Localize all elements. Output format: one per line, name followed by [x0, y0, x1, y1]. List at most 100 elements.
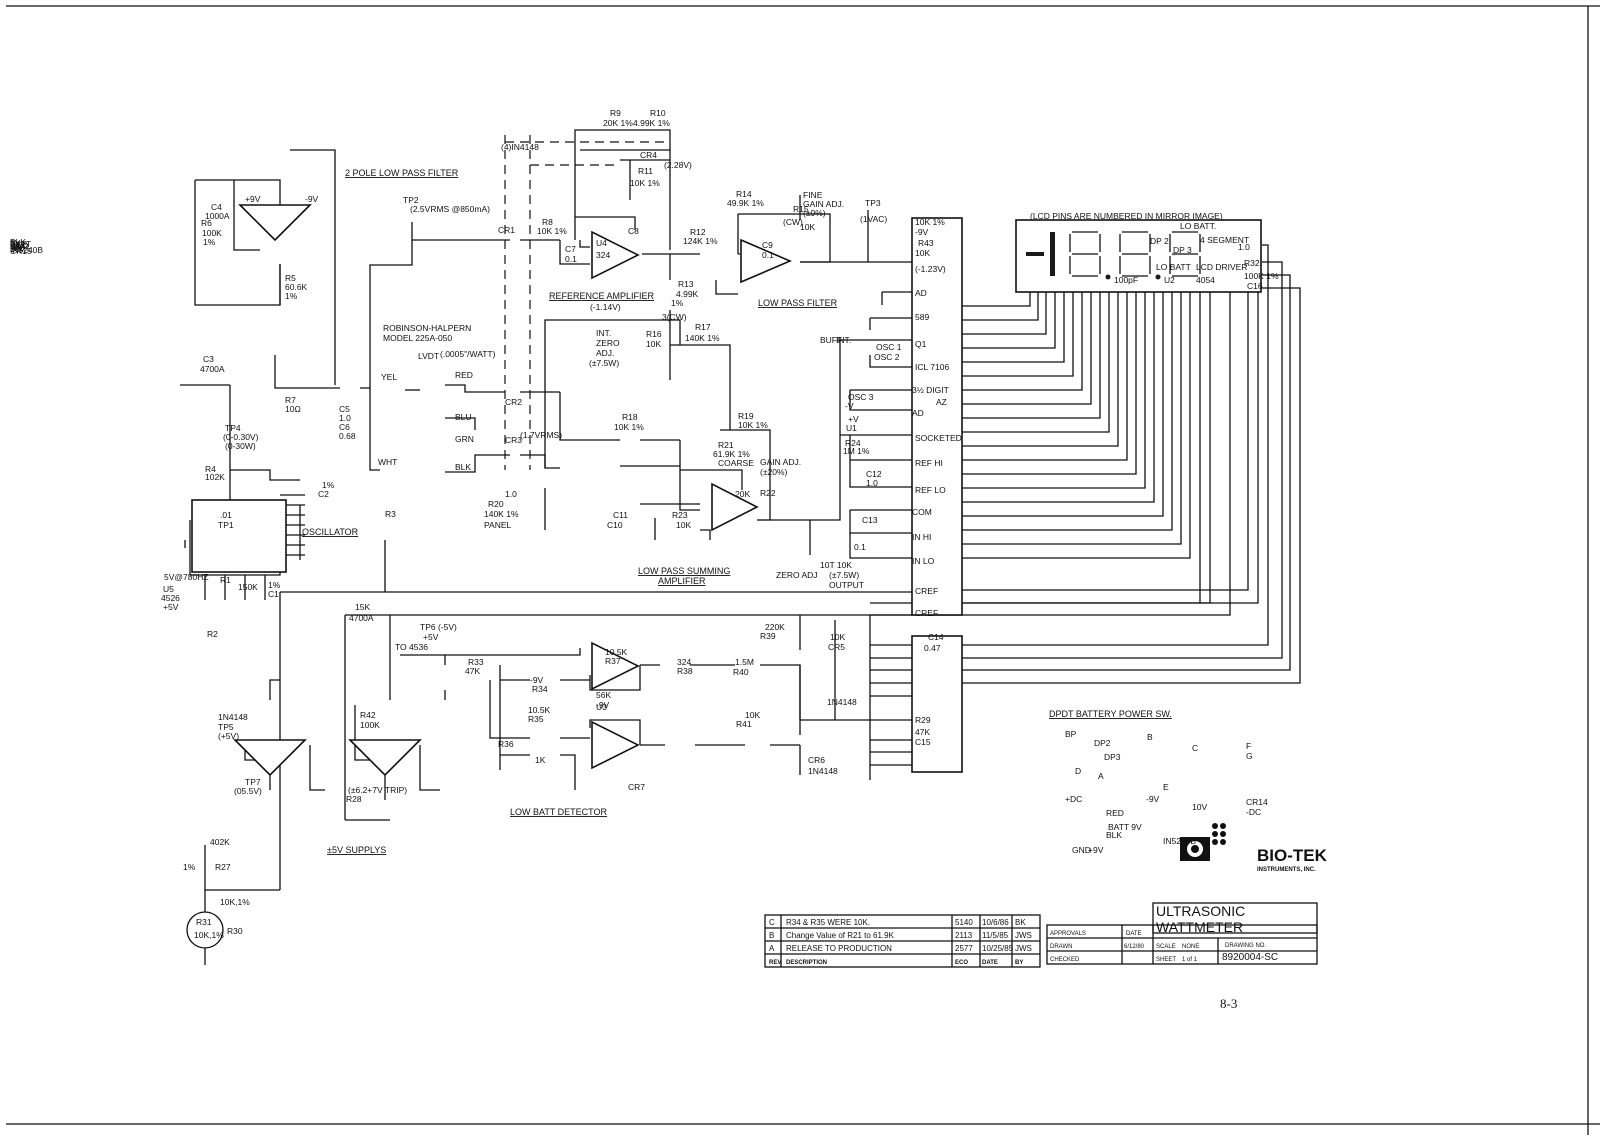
component-label: C6: [339, 422, 350, 432]
scale-label: SCALE: [1156, 944, 1176, 950]
component-label: 140K 1%: [484, 509, 519, 519]
drawn-label: DRAWN: [1050, 944, 1072, 950]
component-label: R40: [733, 667, 749, 677]
component-label: CR3: [505, 435, 522, 445]
component-label: (1VAC): [860, 214, 887, 224]
component-label: 4.99K: [676, 289, 699, 299]
component-label: CR15: [10, 246, 32, 256]
component-label: U2: [1164, 275, 1175, 285]
component-label: 10K: [800, 222, 815, 232]
component-label: 100K: [202, 228, 222, 238]
component-label: R28: [346, 794, 362, 804]
component-label: 3½ DIGIT: [912, 385, 949, 395]
component-label: (±6.2+7V TRIP): [348, 785, 407, 795]
component-label: -9V: [10, 242, 24, 252]
component-label: RED: [1106, 808, 1124, 818]
component-label: R16: [646, 329, 662, 339]
component-label: DP 3: [1173, 245, 1192, 255]
component-label: 1M 1%: [843, 446, 870, 456]
component-label: C10: [607, 520, 623, 530]
component-label: YEL: [381, 372, 397, 382]
component-label: (±9%): [803, 208, 826, 218]
component-label: 10K 1%: [614, 422, 644, 432]
component-label: LO BATT.: [1180, 221, 1216, 231]
component-label: ZERO ADJ: [776, 570, 818, 580]
component-label: IN5240B: [10, 245, 43, 255]
company-sub: INSTRUMENTS, INC.: [1257, 867, 1316, 873]
component-label: BUFF: [820, 335, 842, 345]
component-label: GAIN ADJ.: [760, 457, 801, 467]
component-label: C5: [339, 404, 350, 414]
component-label: R18: [622, 412, 638, 422]
component-label: OUTPUT: [829, 580, 864, 590]
revision-header-cell: DATE: [982, 960, 998, 966]
component-label: ICL 7106: [915, 362, 949, 372]
lcd-note: (LCD PINS ARE NUMBERED IN MIRROR IMAGE): [1030, 211, 1223, 221]
component-label: C3: [203, 354, 214, 364]
component-label: R6: [201, 218, 212, 228]
component-label: R30: [227, 926, 243, 936]
component-label: .01: [220, 510, 232, 520]
component-label: R27: [215, 862, 231, 872]
component-label: 1N4148: [827, 697, 857, 707]
component-label: R38: [677, 666, 693, 676]
component-label: 1%: [322, 480, 335, 490]
component-label: 4700A: [349, 613, 374, 623]
revision-cell: 2577: [955, 944, 973, 953]
component-label: U3: [596, 702, 607, 712]
date-label: DATE: [1126, 931, 1142, 937]
component-label: R41: [736, 719, 752, 729]
component-label: 589: [915, 312, 929, 322]
component-label: R34: [532, 684, 548, 694]
component-label: LO BATT: [1156, 262, 1191, 272]
component-label: (±7.5W): [829, 570, 859, 580]
component-label: 47K: [915, 727, 930, 737]
component-label: LCD DRIVER: [1196, 262, 1247, 272]
component-label: R23: [672, 510, 688, 520]
component-label: +5V: [163, 602, 179, 612]
drawing-number: 8920004-SC: [1222, 952, 1278, 963]
component-label: R9: [610, 108, 621, 118]
component-label: 1.0: [1238, 242, 1250, 252]
component-label: ADJ.: [596, 348, 614, 358]
component-label: 49.9K 1%: [727, 198, 764, 208]
page-number: 8-3: [1220, 996, 1237, 1011]
sheet-value: 1 of 1: [1182, 957, 1198, 963]
component-label: BATT: [10, 239, 31, 249]
bio-tek-logo-icon: [1180, 823, 1226, 861]
component-label: 324: [596, 250, 610, 260]
component-label: BLU: [455, 412, 472, 422]
component-label: TP5: [218, 722, 234, 732]
component-label: 10V: [10, 244, 25, 254]
revision-cell: JWS: [1015, 944, 1032, 953]
component-label: IN HI: [912, 532, 931, 542]
component-label: F: [1246, 741, 1251, 751]
component-label: -9V: [530, 675, 544, 685]
component-label: C14: [928, 632, 944, 642]
component-label: 1N4148: [808, 766, 838, 776]
section-supplies: ±5V SUPPLYS: [327, 845, 386, 855]
revision-cell: R34 & R35 WERE 10K.: [786, 918, 870, 927]
ic-blocks: [186, 217, 1262, 949]
component-label: INT.: [836, 335, 851, 345]
component-label: COM: [912, 507, 932, 517]
component-label: 15K: [355, 602, 370, 612]
component-label: R33: [468, 657, 484, 667]
component-label: CR14: [1246, 797, 1268, 807]
component-label: 402K: [210, 837, 230, 847]
component-label: +V: [848, 414, 859, 424]
component-label: FINE: [803, 190, 823, 200]
component-label: C8: [628, 226, 639, 236]
component-label: (0-0.30V): [223, 432, 259, 442]
component-label: 1%: [285, 291, 298, 301]
component-label: R22: [760, 488, 776, 498]
component-label: 100K 1%: [1244, 271, 1279, 281]
component-label: E: [1163, 782, 1169, 792]
lvdt-scale: (.0005"/WATT): [440, 349, 496, 359]
component-label: B: [1147, 732, 1153, 742]
component-label: -DC: [1246, 807, 1261, 817]
component-label: A: [1098, 771, 1104, 781]
component-label: C7: [565, 244, 576, 254]
